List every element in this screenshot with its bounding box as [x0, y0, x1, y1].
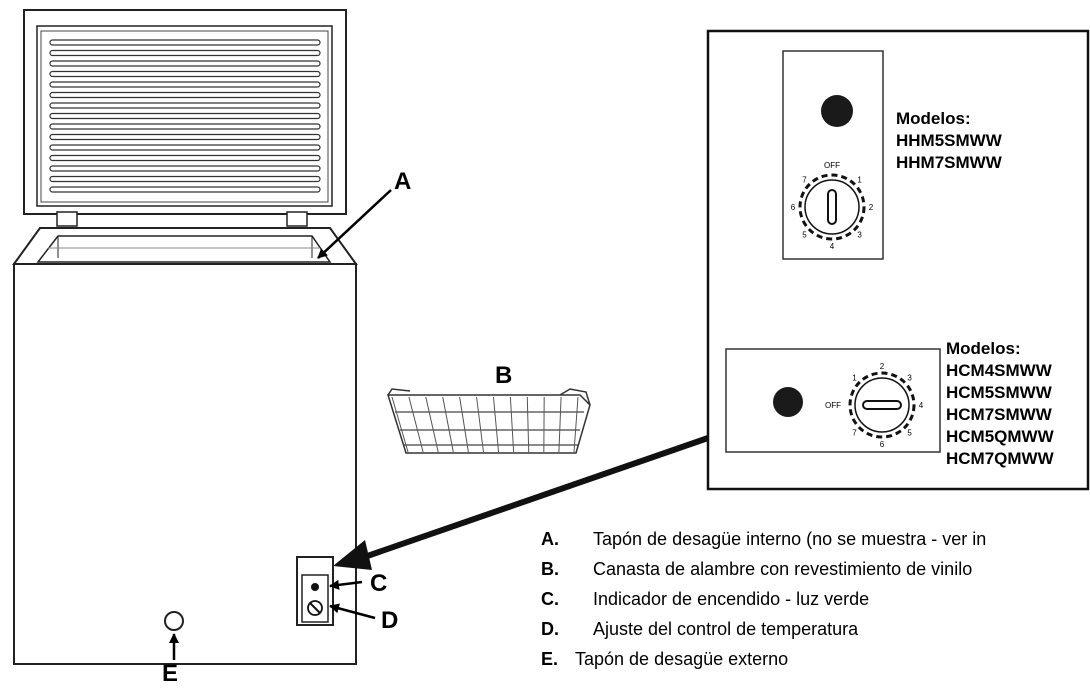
control-plate-horizontal: OFF 1 2 3 4 5 6 7	[725, 348, 941, 453]
model-item: HHM5SMWW	[896, 131, 1002, 150]
dial-number: 3	[907, 373, 912, 382]
lid-rib	[49, 91, 321, 99]
basket-wire	[425, 396, 439, 453]
dial-number: 5	[907, 429, 912, 438]
temperature-dial-top[interactable]: OFF 1 2 3 4 5 6 7	[791, 161, 874, 251]
dial-tick-ring	[798, 173, 866, 241]
basket-wire	[509, 396, 515, 453]
hinge-right	[286, 211, 308, 227]
basket-wire	[492, 396, 500, 453]
lid-rib	[49, 102, 321, 109]
power-indicator-light	[311, 583, 319, 591]
dial-handle[interactable]	[862, 400, 902, 410]
temperature-dial-bottom[interactable]: OFF 1 2 3 4 5 6 7	[825, 362, 924, 449]
inset-arrow-head	[333, 540, 372, 570]
lid-rib	[49, 123, 321, 130]
lid-rib	[49, 144, 321, 151]
model-list-top: Modelos: HHM5SMWW HHM7SMWW	[896, 108, 1002, 174]
lid-rib	[49, 49, 321, 57]
wire-basket	[386, 388, 591, 454]
lid-rib	[49, 112, 321, 120]
legend-text: Ajuste del control de temperatura	[593, 619, 859, 639]
dial-off-label: OFF	[825, 401, 841, 410]
legend-text: Canasta de alambre con revestimiento de …	[593, 559, 973, 579]
legend-letter: E.	[541, 649, 559, 669]
dial-number: 6	[791, 203, 796, 212]
callout-a: A	[394, 168, 412, 195]
basket-wire	[391, 396, 409, 453]
basket-wire	[476, 396, 484, 453]
basket-wire	[408, 396, 424, 453]
indicator-light-bottom	[773, 387, 803, 417]
dial-number: 6	[880, 440, 885, 449]
control-panel[interactable]	[296, 556, 334, 626]
freezer-lid	[23, 9, 347, 215]
parts-legend: A. Tapón de desagüe interno (no se muest…	[541, 524, 1090, 674]
pointer-a	[317, 189, 392, 259]
model-heading: Modelos:	[946, 339, 1021, 358]
legend-letter: B.	[541, 559, 559, 579]
legend-item-d: D. Ajuste del control de temperatura	[541, 614, 1090, 644]
callout-e: E	[162, 660, 179, 687]
legend-item-c: C. Indicador de encendido - luz verde	[541, 584, 1090, 614]
external-drain-plug	[164, 611, 184, 631]
indicator-light-top	[821, 95, 853, 127]
dial-number: 4	[830, 242, 835, 251]
model-heading: Modelos:	[896, 109, 971, 128]
legend-text: Tapón de desagüe interno (no se muestra …	[593, 529, 987, 549]
pointer-d	[329, 603, 376, 620]
lid-rib	[49, 39, 321, 46]
dial-tick-ring	[848, 371, 916, 439]
legend-letter: A.	[541, 529, 559, 549]
inset-arrow-shaft	[349, 435, 709, 565]
dial-number: 7	[802, 175, 807, 184]
lid-rib	[49, 175, 321, 183]
legend-text: Tapón de desagüe externo	[575, 649, 789, 669]
basket-wire	[573, 396, 579, 453]
lid-rib	[49, 133, 321, 141]
lid-rib	[49, 165, 321, 172]
dial-off-label: OFF	[824, 161, 840, 170]
lid-rib	[49, 60, 321, 67]
legend-item-b: B. Canasta de alambre con revestimiento …	[541, 554, 1090, 584]
dial-number: 1	[857, 175, 862, 184]
legend-item-a: A. Tapón de desagüe interno (no se muest…	[541, 524, 1090, 554]
lid-ribs	[49, 39, 321, 193]
basket-wire	[442, 396, 454, 453]
model-item: HHM7SMWW	[896, 153, 1002, 172]
dial-number: 5	[802, 231, 807, 240]
model-item: HCM5QMWW	[946, 427, 1054, 446]
callout-d: D	[381, 607, 399, 634]
legend-text: Indicador de encendido - luz verde	[593, 589, 870, 609]
dial-number: 3	[857, 231, 862, 240]
dial-number: 1	[852, 373, 857, 382]
control-plate-vertical: OFF 1 2 3 4 5 6 7	[782, 50, 884, 260]
freezer-opening	[12, 227, 358, 265]
legend-letter: D.	[541, 619, 559, 639]
lid-rib	[49, 81, 321, 88]
lid-rib	[49, 186, 321, 193]
basket-wire	[558, 396, 562, 453]
model-list-bottom: Modelos: HCM4SMWW HCM5SMWW HCM7SMWW HCM5…	[946, 338, 1054, 470]
callout-c: C	[370, 570, 388, 597]
lid-rib	[49, 154, 321, 162]
callout-b: B	[495, 362, 513, 389]
model-item: HCM7SMWW	[946, 405, 1052, 424]
model-item: HCM7QMWW	[946, 449, 1054, 468]
legend-item-e: E. Tapón de desagüe externo	[541, 644, 1090, 674]
dial-number: 4	[919, 401, 924, 410]
legend-letter: C.	[541, 589, 559, 609]
basket-wire	[526, 396, 530, 453]
lid-rib	[49, 70, 321, 78]
model-item: HCM4SMWW	[946, 361, 1052, 380]
model-item: HCM5SMWW	[946, 383, 1052, 402]
dial-number: 2	[880, 362, 885, 371]
dial-number: 7	[852, 429, 857, 438]
pointer-c	[329, 579, 363, 590]
basket-wire	[459, 396, 469, 453]
dial-number: 2	[869, 203, 874, 212]
dial-handle[interactable]	[827, 189, 837, 225]
hinge-left	[56, 211, 78, 227]
